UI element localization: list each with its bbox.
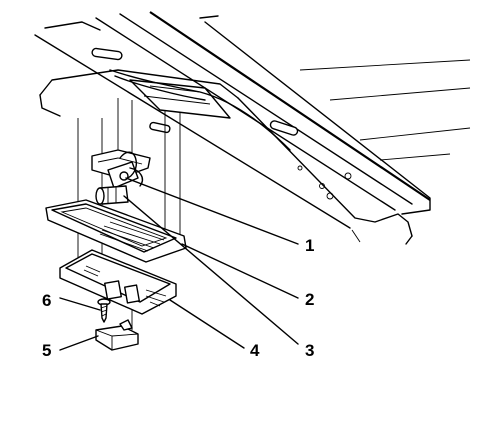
- callout-2: 2: [305, 290, 314, 309]
- callout-3: 3: [305, 341, 314, 360]
- callout-1: 1: [305, 236, 314, 255]
- bracket-assembly: [91, 149, 151, 205]
- lamp-housing: [45, 199, 187, 263]
- cover-cap: [95, 319, 139, 351]
- trim-bezel: [59, 249, 177, 315]
- screw: [97, 298, 111, 323]
- callout-5: 5: [42, 341, 51, 360]
- leader-lines: [59, 177, 299, 351]
- callout-labels: 1 2 3 4 5 6: [42, 236, 314, 360]
- callout-6: 6: [42, 291, 51, 310]
- callout-4: 4: [250, 341, 260, 360]
